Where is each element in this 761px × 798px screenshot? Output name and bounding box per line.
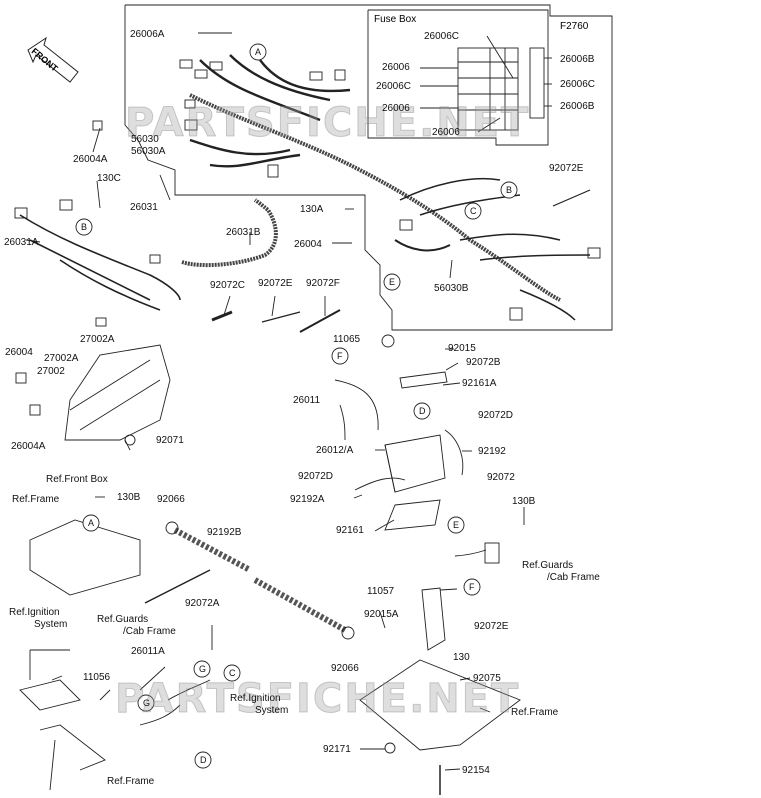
label-fb-26006C-3: 26006C [560,79,596,90]
label-92192: 92192 [478,446,506,457]
label-56030A: 56030A [131,146,166,157]
ref-ignition-system-1: Ref.Ignition [9,607,60,618]
callout-f-1: F [337,351,343,361]
ref-ignition-system-2: Ref.Ignition [230,693,281,704]
label-92075: 92075 [473,673,501,684]
callout-c-2: C [229,668,236,678]
label-27002A-1: 27002A [80,334,115,345]
label-26012A: 26012/A [316,445,354,456]
label-92072D-right: 92072D [478,410,514,421]
watermark-top: PARTSFICHE.NET [124,100,531,147]
label-92066-top: 92066 [157,494,185,505]
label-92072E-bottom: 92072E [474,621,509,632]
callout-d-1: D [419,406,426,416]
battery [384,434,446,493]
label-130: 130 [453,652,470,663]
callout-g-2: G [143,698,151,708]
label-11065: 11065 [333,334,361,345]
label-92072C: 92072C [210,280,246,291]
ref-guards-right: Ref.Guards [522,560,574,571]
callout-c-1: C [470,206,477,216]
label-130B-left: 130B [117,492,141,503]
label-26031B: 26031B [226,227,261,238]
label-fb-26006-3: 26006 [432,127,460,138]
label-11056: 11056 [83,672,111,683]
callout-g-1: G [199,664,207,674]
label-fb-26006C-2: 26006C [376,81,412,92]
ref-cab-frame-left: /Cab Frame [123,626,176,637]
ref-frame-3: Ref.Frame [107,776,155,787]
label-56030B: 56030B [434,283,469,294]
label-92072A: 92072A [185,598,220,609]
label-92072B: 92072B [466,357,501,368]
label-11057: 11057 [367,586,395,597]
callout-d-2: D [200,755,207,765]
label-92015A: 92015A [364,609,399,620]
label-fb-26006-2: 26006 [382,103,410,114]
label-92171: 92171 [323,744,351,755]
ref-frame-2: Ref.Frame [511,707,559,718]
frame-right [359,659,521,751]
label-92192B: 92192B [207,527,242,538]
label-27002A-2: 27002A [44,353,79,364]
callout-f-2: F [469,582,475,592]
label-130A: 130A [300,204,324,215]
ref-frame-1: Ref.Frame [12,494,60,505]
frame-left [29,519,141,596]
label-26031A: 26031A [4,237,39,248]
label-26004-mid: 26004 [294,239,322,250]
callout-b-2: B [506,185,513,195]
label-92072E-mid: 92072E [258,278,293,289]
ref-front-box: Ref.Front Box [46,474,108,485]
label-26004-left: 26004 [5,347,33,358]
label-fb-26006-1: 26006 [382,62,410,73]
label-56030: 56030 [131,134,159,145]
label-92161A: 92161A [462,378,497,389]
ref-system-2: System [255,705,289,716]
label-27002: 27002 [37,366,65,377]
label-26031: 26031 [130,202,158,213]
conduit-92192B [173,527,347,633]
label-fb-26006B-1: 26006B [560,54,595,65]
watermark-bottom: PARTSFICHE.NET [114,676,521,723]
label-92015: 92015 [448,343,476,354]
front-arrow-icon [27,36,79,83]
label-92071: 92071 [156,435,184,446]
harness-boundary [124,4,613,331]
main-harness-trunk [189,93,561,302]
label-92192A: 92192A [290,494,325,505]
label-92072F: 92072F [306,278,340,289]
callout-e-1: E [389,277,396,287]
fuse-box-frame [367,9,549,146]
label-26006A: 26006A [130,29,165,40]
label-fb-26006B-2: 26006B [560,101,595,112]
ref-guards-left: Ref.Guards [97,614,149,625]
label-92161: 92161 [336,525,364,536]
label-92154: 92154 [462,765,490,776]
front-box [64,344,171,441]
label-92066-bottom: 92066 [331,663,359,674]
label-26011A: 26011A [131,646,165,657]
label-92072D-left: 92072D [298,471,334,482]
label-26004A-top: 26004A [73,154,108,165]
harness-26031B [181,198,278,268]
label-fb-26006C-1: 26006C [424,31,460,42]
label-26004A-left: 26004A [11,441,46,452]
ref-cab-frame-right: /Cab Frame [547,572,600,583]
label-130B-right: 130B [512,496,536,507]
label-92072E-top: 92072E [549,163,584,174]
callout-e-2: E [453,520,460,530]
label-26011: 26011 [293,395,321,406]
callout-a-1: A [255,47,262,57]
label-92072: 92072 [487,472,515,483]
callout-a-2: A [88,518,95,528]
ref-system-1: System [34,619,68,630]
label-130C: 130C [97,173,121,184]
callout-b-1: B [81,222,88,232]
figure-code: F2760 [560,21,589,32]
fuse-box-title: Fuse Box [374,14,417,25]
